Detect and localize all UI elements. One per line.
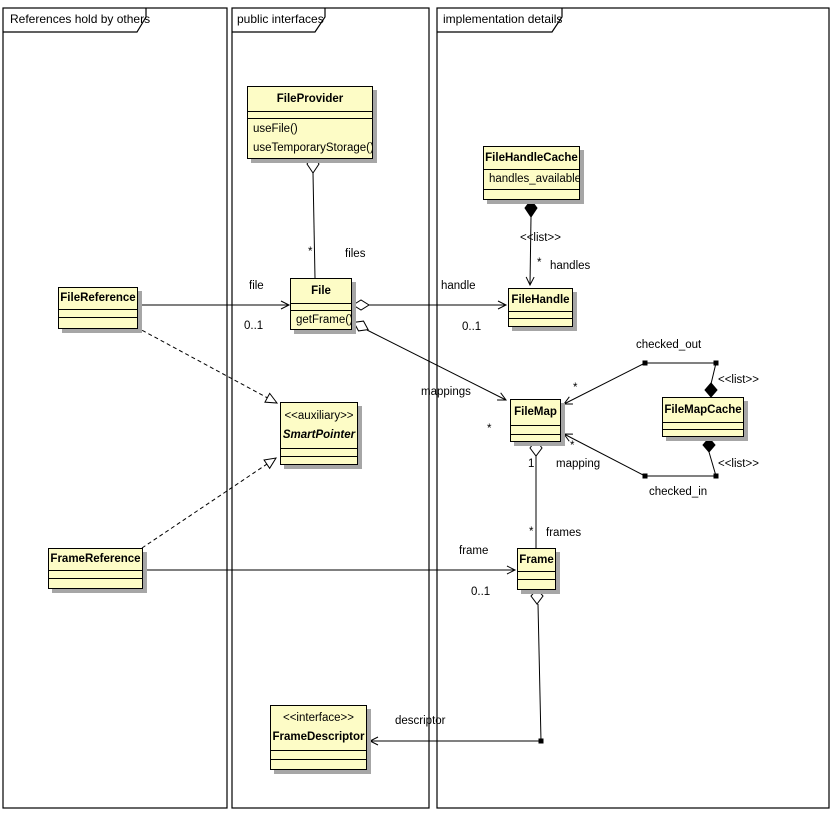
- edge-filemapcache-filemap-checked-out: [563, 360, 719, 405]
- operation: getFrame(): [296, 313, 351, 326]
- multiplicity-label: *: [487, 423, 492, 435]
- package-implementation-outline: [436, 7, 830, 809]
- attributes-compartment: [248, 111, 372, 118]
- multiplicity-label: *: [570, 440, 575, 452]
- edge-fileprovider-files-aggregation: [306, 154, 320, 279]
- attributes-compartment: [271, 750, 366, 759]
- attributes-compartment: [281, 448, 357, 456]
- class-name: FileReference: [60, 292, 136, 304]
- operations-compartment: [59, 317, 137, 328]
- class-framedescriptor[interactable]: <<interface>> FrameDescriptor: [270, 705, 367, 770]
- attributes-compartment: [511, 425, 560, 434]
- edge-framereference-smartpointer-realization: [141, 457, 278, 549]
- operation: useTemporaryStorage(): [253, 142, 372, 154]
- role-label-descriptor: descriptor: [395, 715, 446, 727]
- class-filemapcache[interactable]: FileMapCache: [662, 397, 744, 437]
- operation: useFile(): [253, 123, 298, 135]
- multiplicity-label: 1: [528, 458, 535, 470]
- class-file[interactable]: File getFrame(): [290, 278, 352, 330]
- role-label-mappings: mappings: [421, 386, 471, 398]
- attributes-compartment: [291, 303, 351, 310]
- operations-compartment: [511, 434, 560, 441]
- multiplicity-label: 0..1: [244, 320, 264, 332]
- edge-filereference-smartpointer-realization: [135, 326, 279, 404]
- attributes-compartment: [49, 570, 142, 578]
- role-label-frames: frames: [546, 527, 582, 539]
- operations-compartment: [49, 578, 142, 588]
- operations-compartment: [484, 189, 579, 199]
- edge-file-filemap-aggregation: [353, 320, 507, 401]
- class-framereference[interactable]: FrameReference: [48, 548, 143, 589]
- class-smartpointer[interactable]: <<auxiliary>> SmartPointer: [280, 402, 358, 465]
- multiplicity-label: *: [529, 526, 534, 538]
- role-label-files: files: [345, 248, 366, 260]
- class-name: Frame: [519, 553, 554, 566]
- operations-compartment: [271, 759, 366, 769]
- stereotype-label-list: <<list>>: [718, 458, 759, 470]
- stereotype: <<interface>>: [283, 712, 354, 724]
- attributes-compartment: [663, 422, 743, 429]
- class-filemap[interactable]: FileMap: [510, 399, 561, 442]
- class-name: FileMapCache: [664, 403, 742, 416]
- class-name: FrameDescriptor: [272, 731, 365, 743]
- class-name: FrameReference: [50, 553, 141, 565]
- multiplicity-label: *: [537, 257, 542, 269]
- class-fileprovider[interactable]: FileProvider useFile() useTemporaryStora…: [247, 86, 373, 159]
- package-tab-implementation[interactable]: implementation details: [443, 12, 563, 26]
- role-label-frame: frame: [459, 545, 489, 557]
- package-public-outline: [231, 7, 430, 809]
- class-name-compartment: <<interface>> FrameDescriptor: [271, 706, 366, 750]
- class-frame[interactable]: Frame: [517, 548, 556, 590]
- operations-compartment: [281, 456, 357, 464]
- edge-filehandlecache-filehandle-composition: [524, 199, 538, 287]
- multiplicity-label: 0..1: [471, 586, 491, 598]
- attributes-compartment: [518, 571, 555, 579]
- package-tab-references[interactable]: References hold by others: [10, 12, 151, 26]
- package-tab-public[interactable]: public interfaces: [237, 12, 324, 26]
- operations-compartment: [663, 429, 743, 436]
- multiplicity-label: *: [308, 246, 313, 258]
- class-name: SmartPointer: [282, 428, 356, 441]
- stereotype-label-list: <<list>>: [520, 232, 561, 244]
- stereotype-label-list: <<list>>: [718, 374, 759, 386]
- attribute: handles_available: [489, 173, 579, 185]
- edge-filemapcache-filemap-checked-in: [563, 433, 719, 479]
- role-label-handle: handle: [441, 280, 476, 292]
- class-name: FileProvider: [276, 92, 344, 105]
- class-name: FileHandleCache: [485, 151, 578, 164]
- edge-frame-framedescriptor-aggregation: [368, 588, 544, 746]
- class-name: FileMap: [514, 406, 557, 418]
- edge-file-filehandle-aggregation: [352, 299, 508, 311]
- role-label-mapping: mapping: [556, 458, 601, 470]
- role-label-checked-in: checked_in: [649, 486, 708, 498]
- attributes-compartment: [509, 311, 572, 318]
- class-filehandle[interactable]: FileHandle: [508, 288, 573, 327]
- attributes-compartment: [59, 309, 137, 317]
- operations-compartment: [509, 318, 572, 326]
- class-name: File: [311, 284, 331, 297]
- class-filehandlecache[interactable]: FileHandleCache handles_available: [483, 146, 580, 200]
- edge-filemap-frame-aggregation: [529, 439, 543, 548]
- operations-compartment: useFile() useTemporaryStorage(): [248, 118, 372, 158]
- class-name-compartment: <<auxiliary>> SmartPointer: [281, 403, 357, 448]
- stereotype: <<auxiliary>>: [284, 409, 354, 422]
- multiplicity-label: *: [573, 382, 578, 394]
- multiplicity-label: 0..1: [462, 321, 482, 333]
- operations-compartment: [518, 579, 555, 589]
- attributes-compartment: handles_available: [484, 169, 579, 189]
- class-name: FileHandle: [511, 293, 570, 306]
- role-label-checked-out: checked_out: [636, 339, 702, 351]
- role-label-handles: handles: [550, 260, 591, 272]
- package-references-outline: [2, 7, 228, 809]
- class-filereference[interactable]: FileReference: [58, 287, 138, 329]
- role-label-file: file: [249, 280, 264, 292]
- operations-compartment: getFrame(): [291, 310, 351, 329]
